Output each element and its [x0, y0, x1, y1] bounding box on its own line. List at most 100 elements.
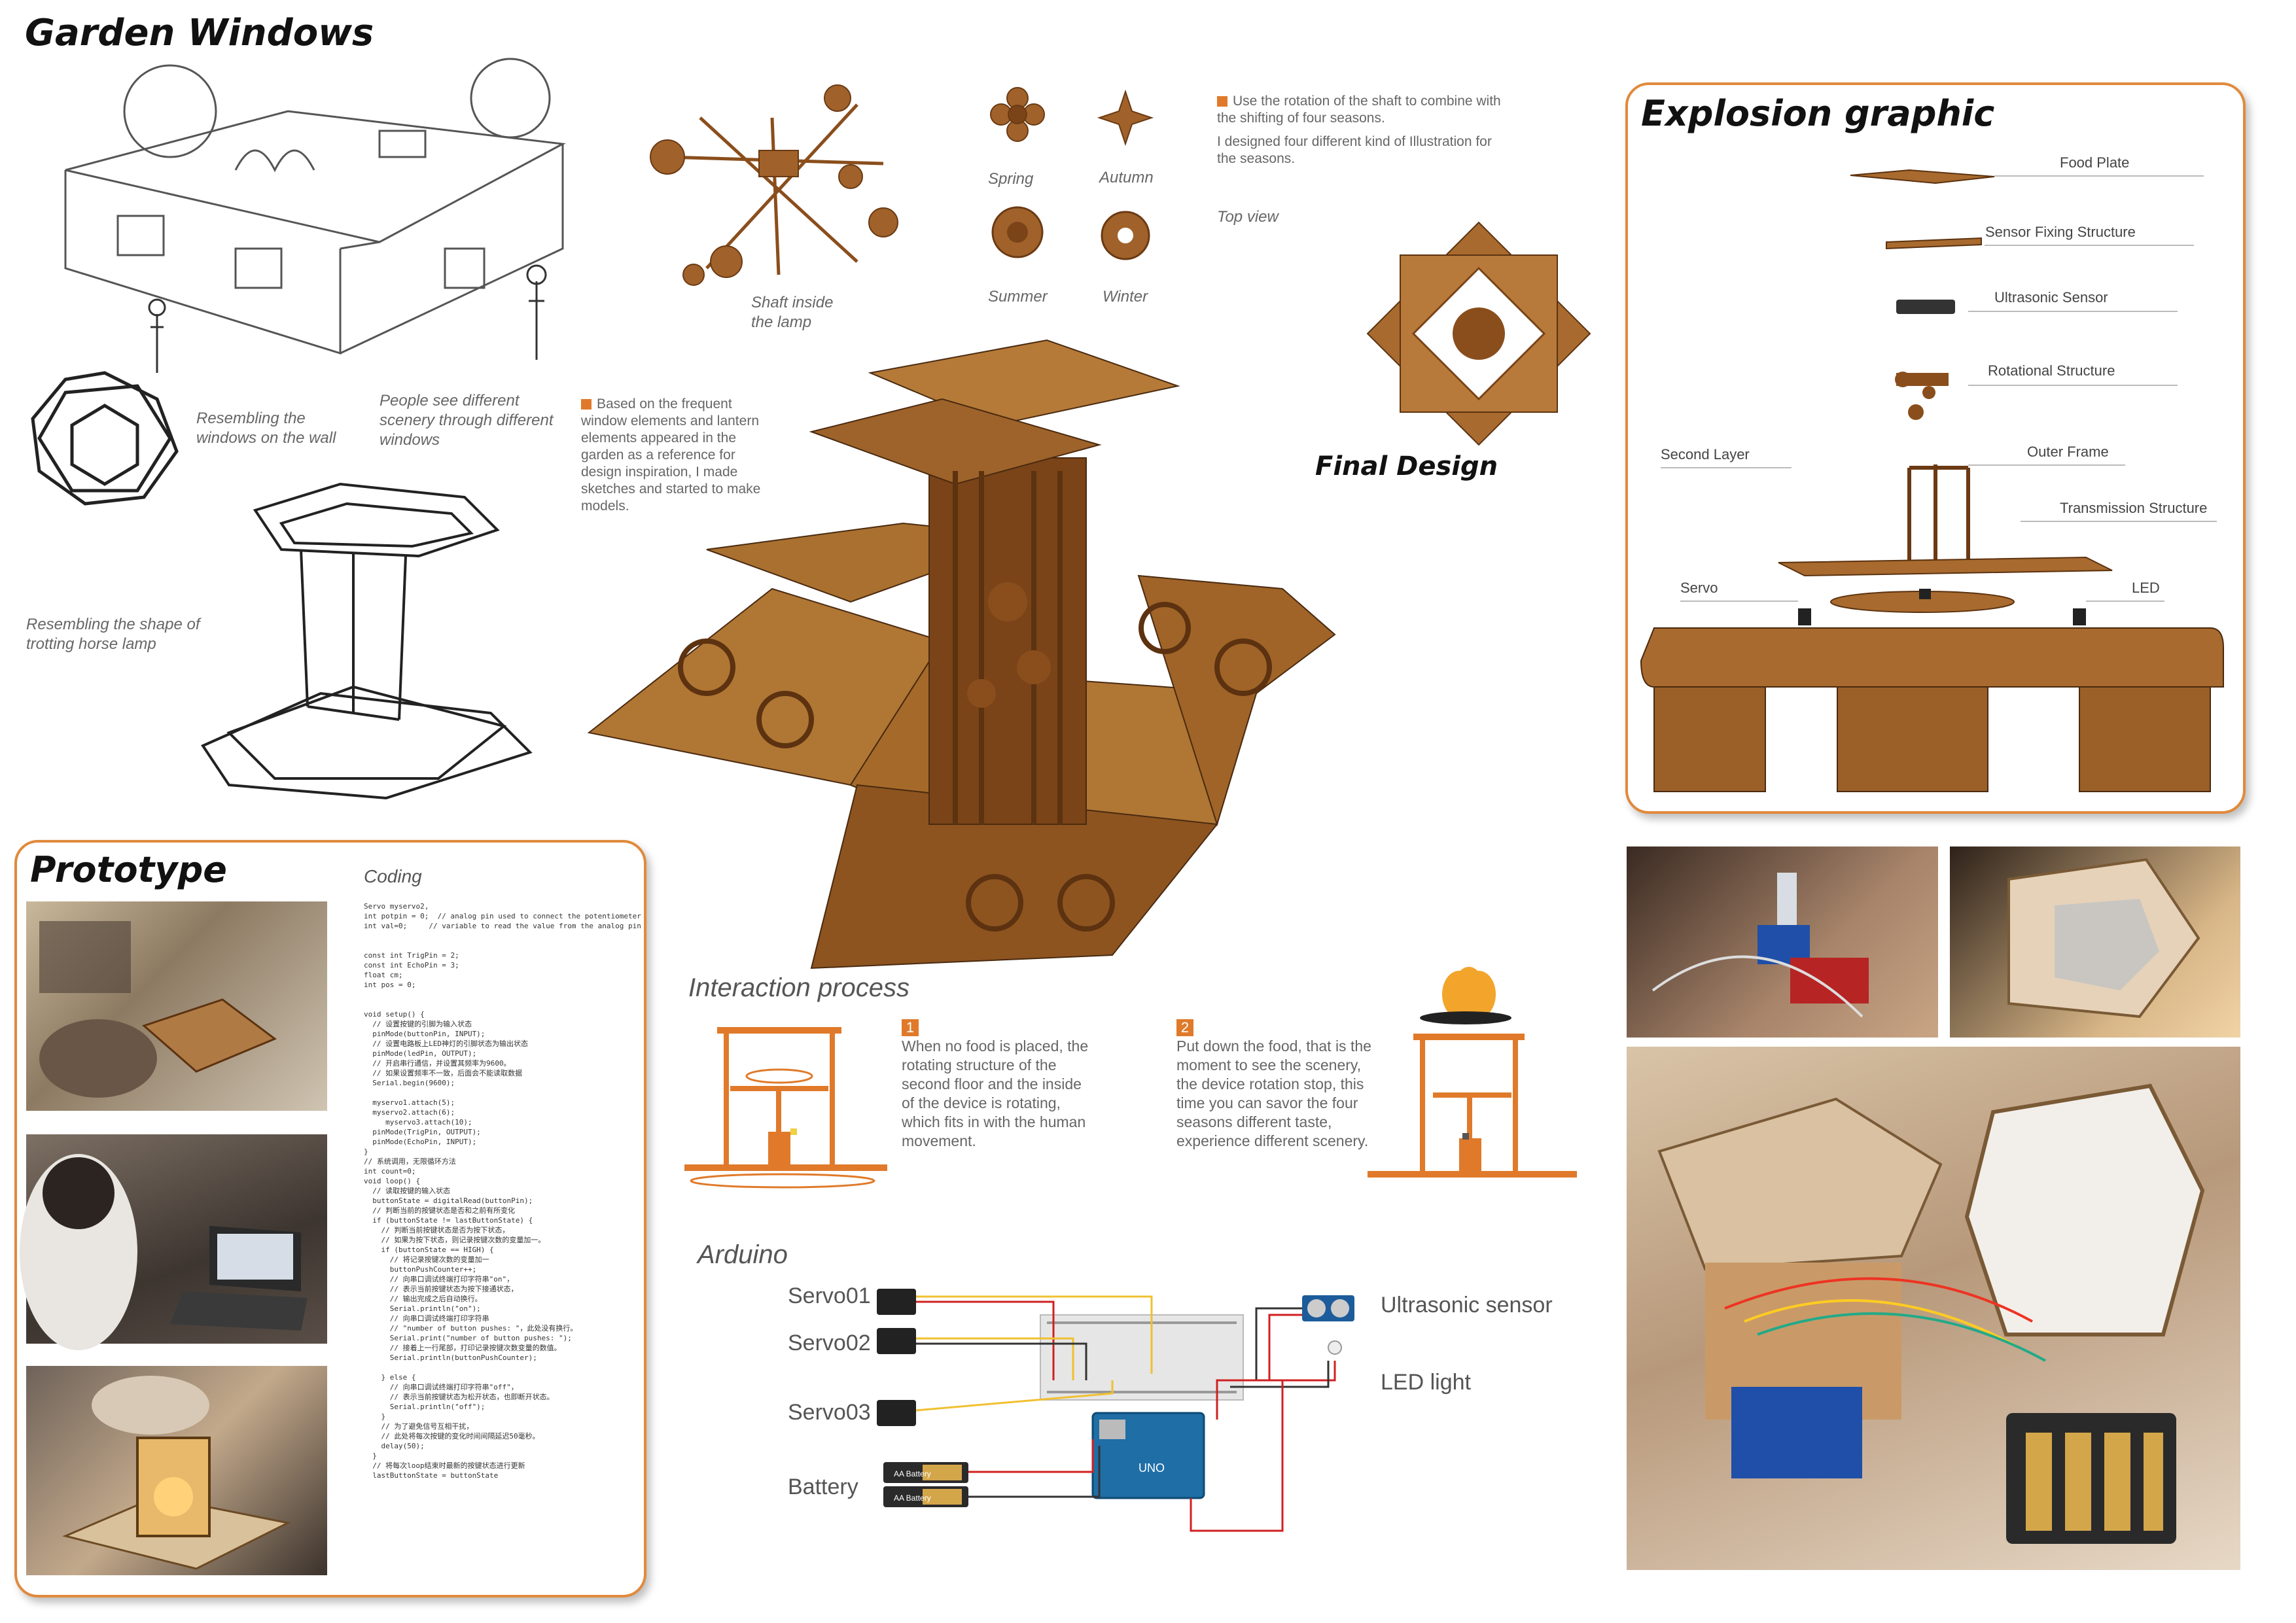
- second-layer-leader: [1661, 467, 1792, 468]
- code-line: void loop() {: [364, 1177, 421, 1185]
- shaft-illustration: [650, 84, 898, 286]
- explosion-panel: Explosion graphic: [1625, 82, 2246, 814]
- code-line: myservo3.attach(10);: [364, 1118, 472, 1126]
- wiring-diagram: UNO AA Battery AA Battery: [877, 1289, 1354, 1532]
- code-line: Serial.println(buttonPushCounter);: [364, 1353, 537, 1362]
- step2-text: Put down the food, that is the moment to…: [1176, 1038, 1371, 1149]
- bullet-icon: [581, 399, 592, 410]
- ultrasonic-label: Ultrasonic Sensor: [1994, 289, 2108, 305]
- code-line: void setup() {: [364, 1010, 425, 1019]
- seasons-grid: Spring Autumn Summer Winter: [962, 85, 1197, 314]
- sensor-fixing-leader: [1985, 245, 2194, 246]
- rotational-label: Rotational Structure: [1988, 362, 2115, 379]
- summer-ornament-icon: [991, 206, 1044, 258]
- interaction-step2: 2 Put down the food, that is the moment …: [1176, 1018, 1373, 1151]
- photo-model-top: [1950, 846, 2240, 1038]
- code-line: int potpin = 0; // analog pin used to co…: [364, 912, 641, 920]
- ultrasonic-sensor-label: Ultrasonic sensor: [1381, 1293, 1553, 1318]
- code-line: } else {: [364, 1373, 416, 1382]
- code-line: if (buttonState == HIGH) {: [364, 1246, 494, 1254]
- code-line: // 向串口调试终端打印字符串: [364, 1314, 489, 1323]
- sketch-lamp: [201, 482, 533, 800]
- page-title: Garden Windows: [25, 12, 374, 54]
- season-spring-label: Spring: [988, 170, 1034, 188]
- photo-model-assembly: [1627, 1047, 2240, 1570]
- second-layer-label: Second Layer: [1661, 446, 1750, 462]
- season-winter-label: Winter: [1103, 288, 1148, 305]
- servo-leader: [1680, 601, 1798, 602]
- final-design-render: [587, 339, 1336, 969]
- code-line: // 输出完成之后自动换行。: [364, 1295, 482, 1303]
- interaction-step1-diagram: [684, 1027, 887, 1189]
- code-line: // 向串口调试终端打印字符串"on"，: [364, 1275, 514, 1283]
- lamp-scene: [62, 1376, 291, 1570]
- battery-pack-icon: [883, 1462, 968, 1507]
- explosion-title: Explosion graphic: [1641, 93, 1995, 134]
- code-line: myservo1.attach(5);: [364, 1098, 455, 1107]
- sensor-fixing-label: Sensor Fixing Structure: [1985, 224, 2136, 240]
- code-line: float cm;: [364, 971, 403, 979]
- code-line: Serial.println("on");: [364, 1304, 481, 1313]
- code-line: // 开启串行通信，并设置其频率为9600。: [364, 1059, 511, 1068]
- code-line: // 将记录按键次数的变量加一: [364, 1255, 489, 1264]
- code-line: const int EchoPin = 3;: [364, 961, 459, 969]
- code-line: lastButtonState = buttonState: [364, 1471, 499, 1480]
- code-line: }: [364, 1147, 368, 1156]
- inspiration-note: Based on the frequent window elements an…: [581, 396, 777, 515]
- code-line: Serial.println("off");: [364, 1403, 486, 1411]
- servo03-label: Servo03: [788, 1400, 871, 1425]
- servo01-label: Servo01: [788, 1283, 871, 1308]
- interaction-step1: 1 When no food is placed, the rotating s…: [902, 1018, 1098, 1151]
- code-line: pinMode(ledPin, OUTPUT);: [364, 1049, 477, 1058]
- winter-ornament-icon: [1101, 211, 1150, 260]
- code-listing: Servo myservo2,int potpin = 0; // analog…: [364, 901, 641, 1582]
- battery-text-top: AA Battery: [894, 1469, 931, 1478]
- spring-flower-icon: [990, 87, 1045, 142]
- code-line: [364, 1088, 632, 1098]
- food-plate-leader: [1994, 175, 2204, 177]
- code-line: pinMode(buttonPin, INPUT);: [364, 1030, 486, 1038]
- top-view-illustration: [1366, 221, 1591, 446]
- interaction-title: Interaction process: [688, 973, 910, 1002]
- code-line: // 此处将每次按键的变化时间间隔延迟50毫秒。: [364, 1432, 540, 1440]
- code-line: int count=0;: [364, 1167, 416, 1176]
- inspiration-text: Based on the frequent window elements an…: [581, 396, 761, 514]
- prototype-photo-lamp: [26, 1366, 327, 1575]
- bullet-icon: [1217, 96, 1227, 107]
- transmission-label: Transmission Structure: [2060, 500, 2208, 516]
- sketch-window-star: [31, 371, 179, 506]
- shaft-label: Shaft inside the lamp: [751, 294, 834, 331]
- code-line: // 判断当前按键状态是否为按下状态，: [364, 1226, 510, 1234]
- code-line: myservo2.attach(6);: [364, 1108, 455, 1117]
- battery-text-bottom: AA Battery: [894, 1493, 931, 1503]
- code-line: // 表示当前按键状态为松开状态，也即断开状态。: [364, 1393, 554, 1401]
- code-line: Serial.print("number of button pushes: "…: [364, 1334, 572, 1342]
- code-line: [364, 990, 632, 1000]
- model-assembly-scene: [1657, 1083, 2205, 1544]
- code-line: // 系统调用，无限循环方法: [364, 1157, 456, 1166]
- code-line: // 表示当前按键状态为按下接通状态，: [364, 1285, 518, 1293]
- transmission-leader: [2021, 521, 2217, 522]
- model-top-scene: [2007, 858, 2200, 1019]
- code-line: // "number of button pushes: "，此处没有换行。: [364, 1324, 578, 1333]
- season-summer-label: Summer: [988, 288, 1048, 305]
- photo-circuit-closeup: [1627, 846, 1938, 1038]
- ultrasonic-module-icon: [1302, 1295, 1354, 1321]
- ultrasonic-leader: [1968, 311, 2178, 312]
- assembly-scene: [39, 921, 277, 1098]
- code-line: // 判断当前的按键状态是否和之前有所变化: [364, 1206, 516, 1215]
- sketch-label-lamp: Resembling the shape of trotting horse l…: [26, 616, 200, 653]
- led-label: LED: [2132, 580, 2160, 596]
- led-component-icon: [1328, 1340, 1342, 1355]
- code-line: }: [364, 1412, 386, 1421]
- top-view-label: Top view: [1217, 208, 1279, 226]
- season-note-2: I designed four different kind of Illust…: [1217, 134, 1492, 166]
- interaction-step2-diagram: [1368, 967, 1577, 1178]
- code-line: if (buttonState != lastButtonState) {: [364, 1216, 533, 1225]
- prototype-panel: Prototype Coding Servo myservo2,int potp…: [14, 840, 646, 1597]
- code-line: delay(50);: [364, 1442, 425, 1450]
- step1-text: When no food is placed, the rotating str…: [902, 1038, 1089, 1149]
- prototype-photo-assembly: [26, 901, 327, 1111]
- laptop-scene: [20, 1154, 308, 1350]
- led-leader: [2086, 601, 2164, 602]
